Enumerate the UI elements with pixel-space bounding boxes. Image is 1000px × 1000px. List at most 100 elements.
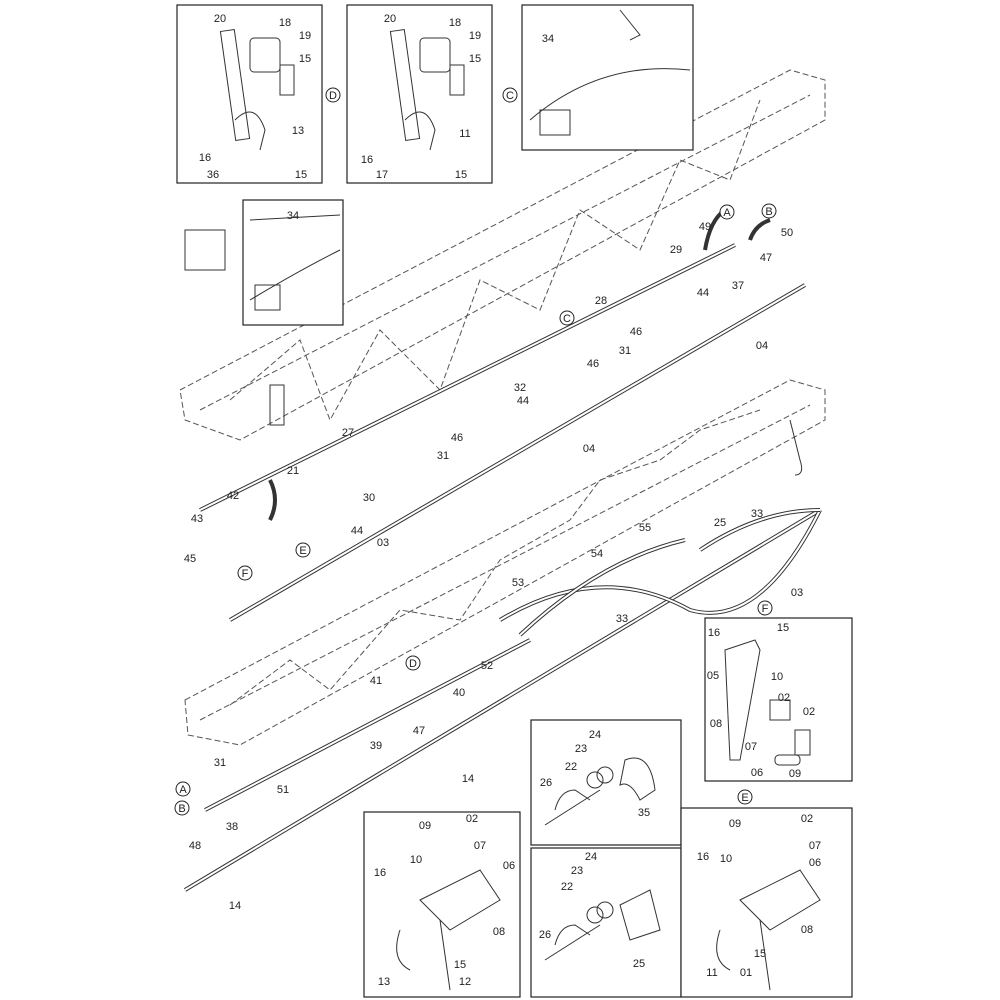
part-callout-15: 15: [295, 169, 307, 181]
upper-boom-frame: [179, 69, 826, 441]
detail-box-valve: [521, 4, 694, 151]
reference-circle: [737, 789, 753, 805]
reference-circle: [757, 600, 773, 616]
part-callout-08: 08: [710, 718, 722, 730]
part-callout-42: 42: [227, 490, 239, 502]
part-callout-25: 25: [633, 958, 645, 970]
part-callout-11: 11: [459, 128, 470, 140]
detail-reference-E: E: [299, 545, 306, 557]
part-callout-22: 22: [565, 761, 577, 773]
part-callout-20: 20: [384, 13, 396, 25]
detail-reference-D: D: [329, 90, 337, 102]
part-callout-31: 31: [619, 345, 631, 357]
part-callout-28: 28: [595, 295, 607, 307]
part-callout-43: 43: [191, 513, 203, 525]
part-callout-06: 06: [503, 860, 515, 872]
part-callout-30: 30: [363, 492, 375, 504]
part-callout-02: 02: [803, 706, 815, 718]
part-callout-31: 31: [214, 757, 226, 769]
part-callout-29: 29: [670, 244, 682, 256]
part-callout-19: 19: [469, 30, 481, 42]
detail-reference-C: C: [506, 90, 514, 102]
part-callout-15: 15: [777, 622, 789, 634]
lower-boom-frame: [184, 379, 826, 746]
part-callout-08: 08: [493, 926, 505, 938]
detail-box-tee: [530, 847, 682, 998]
part-callout-09: 09: [729, 818, 741, 830]
reference-circle: [295, 542, 311, 558]
reference-circle: [502, 87, 518, 103]
detail-reference-B: B: [765, 206, 772, 218]
detail-reference-D: D: [409, 658, 417, 670]
part-callout-25: 25: [714, 517, 726, 529]
detail-parts: [184, 9, 821, 991]
part-callout-15: 15: [469, 53, 481, 65]
part-callout-04: 04: [756, 340, 768, 352]
part-callout-14: 14: [462, 773, 474, 785]
part-callout-34: 34: [542, 33, 554, 45]
part-callout-53: 53: [512, 577, 524, 589]
part-callout-24: 24: [589, 729, 601, 741]
part-callout-12: 12: [459, 976, 471, 988]
part-callout-08: 08: [801, 924, 813, 936]
part-callout-46: 46: [587, 358, 599, 370]
reference-circle: [761, 203, 777, 219]
part-callout-32: 32: [514, 382, 526, 394]
part-callout-01: 01: [740, 967, 752, 979]
reference-circle: [559, 310, 575, 326]
part-callout-16: 16: [361, 154, 373, 166]
part-callout-55: 55: [639, 522, 651, 534]
reference-circle: [719, 204, 735, 220]
part-callout-27: 27: [342, 427, 354, 439]
part-callout-21: 21: [287, 465, 299, 477]
part-callout-50: 50: [781, 227, 793, 239]
part-callout-33: 33: [616, 613, 628, 625]
part-callout-39: 39: [370, 740, 382, 752]
part-callout-15: 15: [454, 959, 466, 971]
part-callout-23: 23: [571, 865, 583, 877]
detail-box-c: [346, 4, 493, 184]
part-callout-16: 16: [199, 152, 211, 164]
detail-box-nozzle-clamp: [363, 811, 521, 998]
part-callout-16: 16: [697, 851, 709, 863]
part-callout-23: 23: [575, 743, 587, 755]
part-callout-17: 17: [376, 169, 388, 181]
part-callout-07: 07: [474, 840, 486, 852]
part-callout-02: 02: [466, 813, 478, 825]
reference-circle: [405, 655, 421, 671]
part-callout-15: 15: [754, 948, 766, 960]
detail-box-d: [176, 4, 323, 184]
part-callout-47: 47: [413, 725, 425, 737]
part-callout-34: 34: [287, 210, 299, 222]
part-callout-24: 24: [585, 851, 597, 863]
part-callout-03: 03: [791, 587, 803, 599]
part-callout-38: 38: [226, 821, 238, 833]
part-callout-40: 40: [453, 687, 465, 699]
part-callout-20: 20: [214, 13, 226, 25]
part-callout-18: 18: [279, 17, 291, 29]
part-callout-16: 16: [374, 867, 386, 879]
part-callout-26: 26: [540, 777, 552, 789]
part-callout-15: 15: [455, 169, 467, 181]
part-callout-09: 09: [789, 768, 801, 780]
reference-circle: [174, 800, 190, 816]
part-callout-37: 37: [732, 280, 744, 292]
part-callout-07: 07: [745, 741, 757, 753]
detail-reference-A: A: [723, 207, 731, 219]
part-callout-52: 52: [481, 660, 493, 672]
detail-reference-B: B: [178, 803, 185, 815]
part-callout-15: 15: [299, 53, 311, 65]
part-callout-44: 44: [697, 287, 709, 299]
part-callout-19: 19: [299, 30, 311, 42]
part-callout-06: 06: [809, 857, 821, 869]
part-callout-02: 02: [778, 692, 790, 704]
part-callout-07: 07: [809, 840, 821, 852]
part-callout-35: 35: [638, 807, 650, 819]
part-callout-10: 10: [720, 853, 732, 865]
part-callout-11: 11: [706, 967, 717, 979]
part-callout-26: 26: [539, 929, 551, 941]
part-callout-33: 33: [751, 508, 763, 520]
part-callout-48: 48: [189, 840, 201, 852]
part-callout-46: 46: [451, 432, 463, 444]
part-callout-22: 22: [561, 881, 573, 893]
